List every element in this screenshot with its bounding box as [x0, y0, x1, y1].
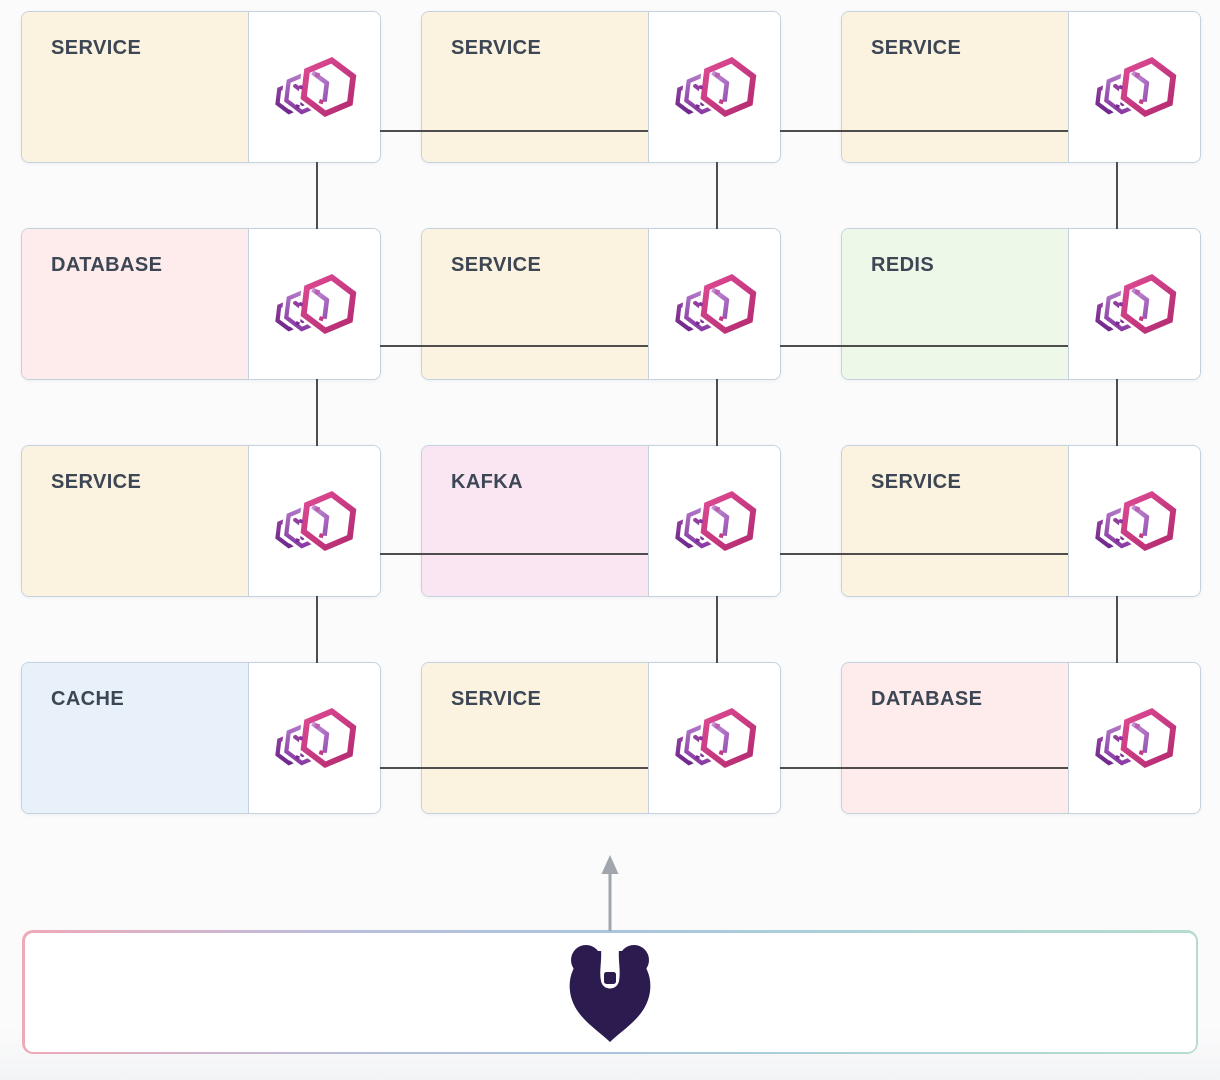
node-label: DATABASE: [51, 254, 163, 276]
node-icon-panel: [1068, 12, 1200, 162]
container-hexagon-icon: [673, 484, 757, 558]
node-label-panel: SERVICE: [842, 446, 1069, 596]
container-hexagon-icon: [673, 50, 757, 124]
node-icon-panel: [1068, 663, 1200, 813]
node-label: SERVICE: [871, 471, 962, 493]
node-label: REDIS: [871, 254, 935, 276]
container-hexagon-icon: [273, 701, 357, 775]
node-label: SERVICE: [51, 471, 142, 493]
node-label-panel: SERVICE: [422, 663, 649, 813]
node-service[interactable]: SERVICE: [421, 11, 781, 163]
node-label-panel: SERVICE: [422, 12, 649, 162]
container-hexagon-icon: [273, 484, 357, 558]
node-service[interactable]: SERVICE: [21, 445, 381, 597]
container-hexagon-icon: [673, 267, 757, 341]
node-label: SERVICE: [51, 37, 142, 59]
node-label: SERVICE: [451, 254, 542, 276]
node-label-panel: DATABASE: [22, 229, 249, 379]
container-hexagon-icon: [273, 267, 357, 341]
node-service[interactable]: SERVICE: [841, 445, 1201, 597]
node-icon-panel: [648, 446, 780, 596]
node-label: CACHE: [51, 688, 125, 710]
node-icon-panel: [648, 229, 780, 379]
container-hexagon-icon: [1093, 50, 1177, 124]
node-icon-panel: [248, 663, 380, 813]
node-label-panel: SERVICE: [22, 12, 249, 162]
node-label: DATABASE: [871, 688, 983, 710]
node-icon-panel: [648, 663, 780, 813]
node-label-panel: DATABASE: [842, 663, 1069, 813]
node-service[interactable]: SERVICE: [841, 11, 1201, 163]
node-icon-panel: [248, 12, 380, 162]
node-label: KAFKA: [451, 471, 523, 493]
node-kafka[interactable]: KAFKA: [421, 445, 781, 597]
container-hexagon-icon: [1093, 267, 1177, 341]
node-label: SERVICE: [451, 37, 542, 59]
node-label-panel: CACHE: [22, 663, 249, 813]
bear-logo-icon: [569, 945, 651, 1042]
node-service[interactable]: SERVICE: [421, 662, 781, 814]
container-hexagon-icon: [673, 701, 757, 775]
node-label-panel: SERVICE: [422, 229, 649, 379]
node-icon-panel: [248, 446, 380, 596]
node-label-panel: KAFKA: [422, 446, 649, 596]
node-icon-panel: [648, 12, 780, 162]
node-cache[interactable]: CACHE: [21, 662, 381, 814]
node-icon-panel: [1068, 229, 1200, 379]
node-label-panel: SERVICE: [842, 12, 1069, 162]
node-label: SERVICE: [451, 688, 542, 710]
container-hexagon-icon: [273, 50, 357, 124]
node-label-panel: REDIS: [842, 229, 1069, 379]
node-database[interactable]: DATABASE: [21, 228, 381, 380]
source-node[interactable]: [22, 930, 1198, 1054]
container-hexagon-icon: [1093, 484, 1177, 558]
node-icon-panel: [248, 229, 380, 379]
node-redis[interactable]: REDIS: [841, 228, 1201, 380]
node-icon-panel: [1068, 446, 1200, 596]
up-arrow: [601, 855, 619, 931]
node-label-panel: SERVICE: [22, 446, 249, 596]
container-hexagon-icon: [1093, 701, 1177, 775]
node-service[interactable]: SERVICE: [21, 11, 381, 163]
node-service[interactable]: SERVICE: [421, 228, 781, 380]
source-node-body: [24, 932, 1196, 1052]
node-database[interactable]: DATABASE: [841, 662, 1201, 814]
node-label: SERVICE: [871, 37, 962, 59]
